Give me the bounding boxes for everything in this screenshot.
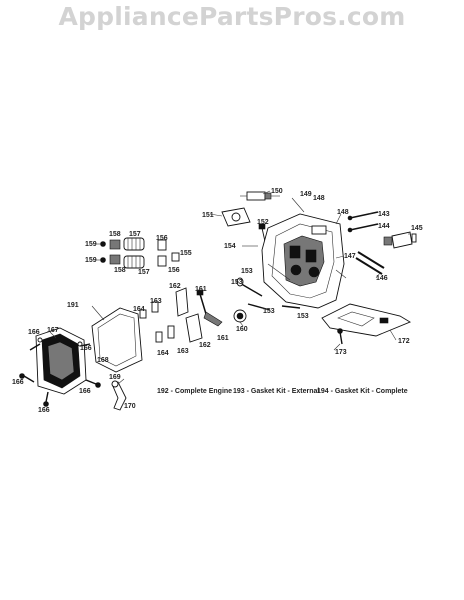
callout-168: 168 — [97, 357, 109, 364]
callout-labels: 150 149 148 148 151 152 143 144 145 158 … — [12, 188, 423, 414]
callout-166b: 166 — [80, 345, 92, 352]
bolts-166 — [19, 343, 101, 407]
note-complete-engine: 192 - Complete Engine — [157, 388, 232, 395]
callout-156b: 156 — [168, 267, 180, 274]
callout-148a: 148 — [313, 195, 325, 202]
callout-148b: 148 — [337, 209, 349, 216]
valves — [236, 277, 301, 311]
callout-151: 151 — [202, 212, 214, 219]
callout-172: 172 — [398, 338, 410, 345]
callout-162a: 162 — [169, 283, 181, 290]
callout-156a: 156 — [156, 235, 168, 242]
valve-cover — [35, 327, 87, 395]
callout-153b: 153 — [231, 279, 243, 286]
callout-159a: 159 — [85, 241, 97, 248]
callout-166e: 166 — [38, 407, 50, 414]
callout-144: 144 — [378, 223, 390, 230]
callout-149: 149 — [300, 191, 312, 198]
callout-153d: 153 — [297, 313, 309, 320]
callout-152: 152 — [257, 219, 269, 226]
callout-143: 143 — [378, 211, 390, 218]
callout-161b: 161 — [217, 335, 229, 342]
callout-145: 145 — [411, 225, 423, 232]
callout-191: 191 — [67, 302, 79, 309]
callout-164b: 164 — [157, 350, 169, 357]
callout-170: 170 — [124, 403, 136, 410]
callout-166c: 166 — [12, 379, 24, 386]
callout-146: 146 — [376, 275, 388, 282]
pushrods — [355, 251, 385, 275]
callout-159b: 159 — [85, 257, 97, 264]
watermark: AppliancePartsPros.com — [58, 2, 406, 31]
note-gasket-complete: 194 - Gasket Kit - Complete — [317, 388, 408, 395]
kit-notes: 192 - Complete Engine 193 - Gasket Kit -… — [157, 388, 408, 395]
rocker-arm-upper — [175, 287, 207, 317]
callout-150: 150 — [271, 188, 283, 195]
callout-155: 155 — [180, 250, 192, 257]
callout-153a: 153 — [241, 268, 253, 275]
breather-gasket — [221, 207, 251, 227]
callout-164a: 164 — [133, 306, 145, 313]
callout-166a: 166 — [28, 329, 40, 336]
seal-160 — [233, 309, 247, 323]
callout-166d: 166 — [79, 388, 91, 395]
valve-parts-bottom — [100, 254, 167, 269]
leader-lines — [49, 190, 410, 407]
guide-upper — [139, 301, 159, 319]
callout-173: 173 — [335, 349, 347, 356]
callout-157a: 157 — [129, 231, 141, 238]
callout-169: 169 — [109, 374, 121, 381]
callout-167: 167 — [47, 327, 59, 334]
callout-157b: 157 — [138, 269, 150, 276]
exhaust-pipe — [383, 231, 417, 249]
gasket-plate-172 — [321, 303, 411, 337]
callout-163b: 163 — [177, 348, 189, 355]
valve-cover-gasket — [91, 307, 143, 373]
callout-163a: 163 — [150, 298, 162, 305]
cylinder-head — [261, 213, 347, 309]
studs-143-144 — [347, 211, 379, 233]
note-gasket-external: 193 - Gasket Kit - External — [233, 388, 319, 395]
callout-147: 147 — [344, 253, 356, 260]
callout-160: 160 — [236, 326, 248, 333]
valve-parts-top — [100, 237, 180, 262]
spark-plug — [240, 191, 280, 201]
callout-162b: 162 — [199, 342, 211, 349]
bolt-173 — [337, 328, 343, 345]
callout-158a: 158 — [109, 231, 121, 238]
callout-153c: 153 — [263, 308, 275, 315]
callout-154: 154 — [224, 243, 236, 250]
callout-161a: 161 — [195, 286, 207, 293]
rocker-arm-lower — [155, 311, 223, 343]
callout-158b: 158 — [114, 267, 126, 274]
